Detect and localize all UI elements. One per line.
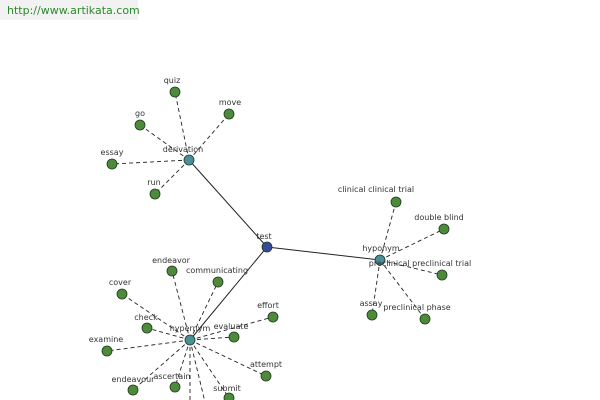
node-check[interactable] xyxy=(141,322,153,334)
node-test[interactable] xyxy=(261,241,273,253)
source-url-bar: http://www.artikata.com xyxy=(0,0,140,20)
labels-layer: quiz move go essay run derivation clinical cli… xyxy=(89,76,471,393)
source-url-link[interactable]: http://www.artikata.com xyxy=(7,4,140,17)
edge-derivation-quiz xyxy=(174,91,190,161)
node-assay[interactable] xyxy=(366,309,378,321)
label-preclinical-phase: preclinical phase xyxy=(383,303,451,312)
edge-test-derivation xyxy=(188,159,268,248)
edge-hypernym-offscreen-1 xyxy=(189,339,205,400)
label-preclinical-preclinical-trial: preclinical preclinical trial xyxy=(369,259,471,268)
node-endeavor[interactable] xyxy=(166,265,178,277)
label-derivation: derivation xyxy=(163,145,203,154)
edge-hyponym-double-blind xyxy=(379,228,445,261)
label-run: run xyxy=(147,178,160,187)
node-communicating[interactable] xyxy=(212,276,224,288)
edge-hypernym-ascertain xyxy=(174,339,191,388)
edge-hypernym-submit xyxy=(189,339,230,399)
label-effort: effort xyxy=(257,301,279,310)
node-preclinical-preclinical-trial[interactable] xyxy=(436,269,448,281)
edge-derivation-go xyxy=(139,124,190,161)
label-hypernym: hypernym xyxy=(170,324,211,333)
edge-hypernym-evaluate xyxy=(189,336,235,341)
label-evaluate: evaluate xyxy=(214,322,249,331)
node-quiz[interactable] xyxy=(169,86,181,98)
edge-test-hypernym xyxy=(189,246,268,341)
label-hyponym: hyponym xyxy=(362,244,400,253)
label-check: check xyxy=(134,313,158,322)
label-clinical-clinical-trial: clinical clinical trial xyxy=(338,185,414,194)
label-endeavor: endeavor xyxy=(152,256,191,265)
node-go[interactable] xyxy=(134,119,146,131)
node-derivation[interactable] xyxy=(183,154,195,166)
node-ascertain[interactable] xyxy=(169,381,181,393)
edge-hypernym-attempt xyxy=(189,339,267,377)
label-cover: cover xyxy=(109,278,132,287)
node-hypernym[interactable] xyxy=(184,334,196,346)
node-clinical-clinical-trial[interactable] xyxy=(390,196,402,208)
edge-derivation-run xyxy=(154,159,190,195)
label-test: test xyxy=(256,232,271,241)
node-effort[interactable] xyxy=(267,311,279,323)
label-ascertain: ascertain xyxy=(153,372,190,381)
edge-hypernym-check xyxy=(146,327,191,341)
label-examine: examine xyxy=(89,335,124,344)
edge-hyponym-preclinical-phase xyxy=(379,259,426,320)
edge-hyponym-preclinical-preclinical-trial xyxy=(379,259,443,276)
label-communicating: communicating xyxy=(186,266,248,275)
edge-hypernym-communicating xyxy=(189,281,219,341)
nodes-layer xyxy=(101,86,450,400)
node-preclinical-phase[interactable] xyxy=(419,313,431,325)
node-run[interactable] xyxy=(149,188,161,200)
edge-derivation-essay xyxy=(111,159,190,165)
node-submit[interactable] xyxy=(223,392,235,400)
edge-derivation-move xyxy=(188,113,230,161)
label-double-blind: double blind xyxy=(414,213,463,222)
label-attempt: attempt xyxy=(250,360,282,369)
label-essay: essay xyxy=(101,148,124,157)
edge-hyponym-assay xyxy=(371,259,381,316)
node-cover[interactable] xyxy=(116,288,128,300)
edge-test-hyponym xyxy=(266,246,381,261)
node-examine[interactable] xyxy=(101,345,113,357)
label-submit: submit xyxy=(213,384,240,393)
edge-hyponym-clinical-clinical-trial xyxy=(379,201,397,261)
node-hyponym[interactable] xyxy=(374,254,386,266)
label-go: go xyxy=(135,109,145,118)
node-essay[interactable] xyxy=(106,158,118,170)
node-double-blind[interactable] xyxy=(438,223,450,235)
edge-hypernym-endeavor xyxy=(171,270,191,341)
label-quiz: quiz xyxy=(164,76,181,85)
label-move: move xyxy=(219,98,241,107)
node-endeavour[interactable] xyxy=(127,384,139,396)
node-attempt[interactable] xyxy=(260,370,272,382)
label-assay: assay xyxy=(360,299,383,308)
label-endeavour: endeavour xyxy=(112,375,156,384)
node-move[interactable] xyxy=(223,108,235,120)
edges-layer xyxy=(106,91,445,400)
node-evaluate[interactable] xyxy=(228,331,240,343)
edge-hypernym-effort xyxy=(189,316,274,341)
edge-hypernym-endeavour xyxy=(132,339,191,391)
